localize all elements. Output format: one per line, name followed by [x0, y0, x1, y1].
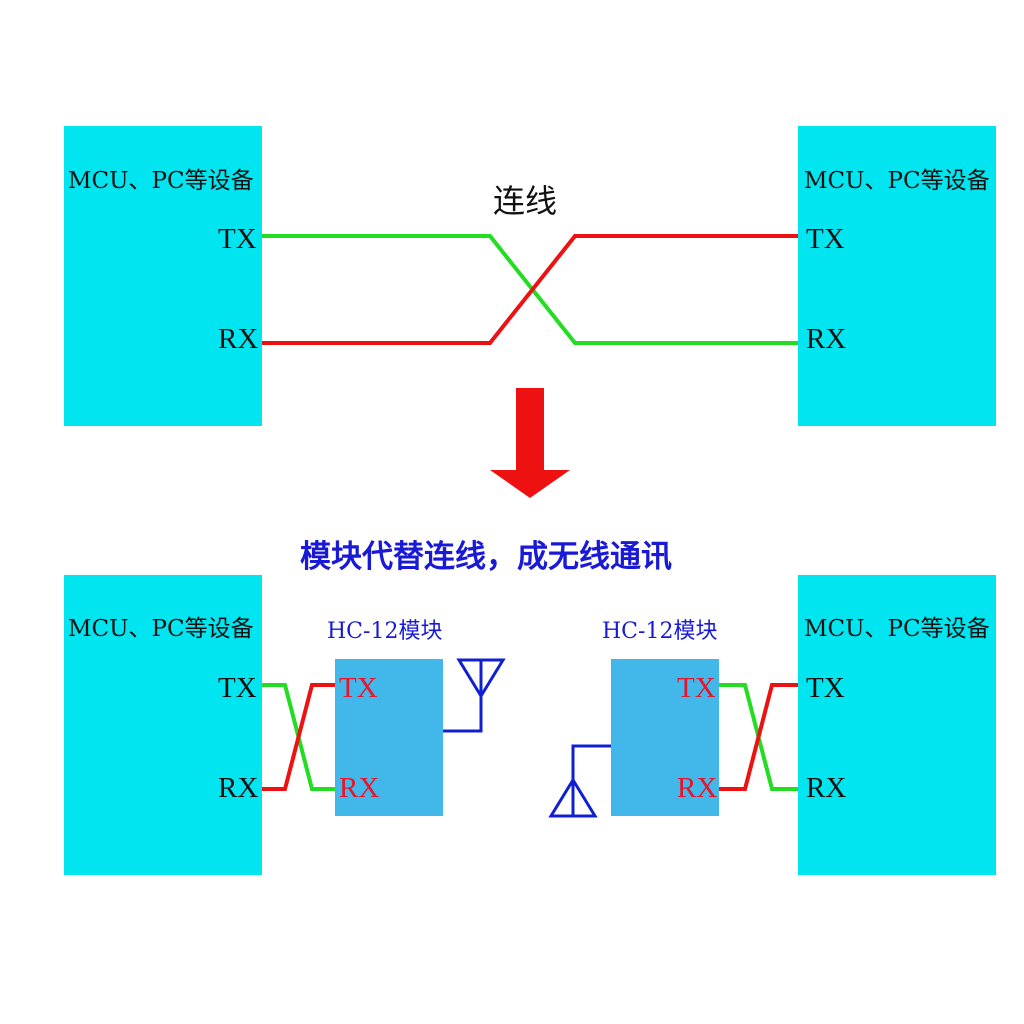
bottom-right-red-wire [719, 683, 798, 791]
top-right-rx-label: RX [806, 323, 846, 355]
bottom-left-device-box [64, 575, 262, 875]
wire-label: 连线 [493, 182, 557, 220]
right-module-rx-label: RX [677, 772, 717, 804]
left-hc12-module-box [335, 659, 443, 816]
top-red-wire [262, 234, 798, 345]
left-module-tx-label: TX [339, 672, 378, 704]
bottom-left-red-wire [262, 683, 335, 791]
top-right-device-label: MCU、PC等设备 [804, 168, 990, 194]
down-arrow [490, 388, 570, 498]
left-antenna-icon [443, 658, 506, 733]
top-left-rx-label: RX [218, 323, 258, 355]
top-left-device-label: MCU、PC等设备 [68, 168, 254, 194]
bottom-right-tx-label: TX [806, 672, 845, 704]
bottom-right-device-box [798, 575, 996, 875]
bottom-right-device-label: MCU、PC等设备 [804, 616, 990, 642]
right-module-label: HC-12模块 [602, 619, 717, 644]
left-module-label: HC-12模块 [327, 619, 442, 644]
top-left-tx-label: TX [218, 223, 257, 255]
bottom-left-rx-label: RX [218, 772, 258, 804]
top-right-tx-label: TX [806, 223, 845, 255]
left-module-rx-label: RX [339, 772, 379, 804]
bottom-right-rx-label: RX [806, 772, 846, 804]
top-right-device-box [798, 126, 996, 426]
top-left-device-box [64, 126, 262, 426]
bottom-left-device-label: MCU、PC等设备 [68, 616, 254, 642]
right-hc12-module-box [611, 659, 719, 816]
right-antenna-icon [548, 744, 611, 818]
caption: 模块代替连线，成无线通讯 [300, 539, 672, 575]
bottom-left-tx-label: TX [218, 672, 257, 704]
right-module-tx-label: TX [677, 672, 716, 704]
